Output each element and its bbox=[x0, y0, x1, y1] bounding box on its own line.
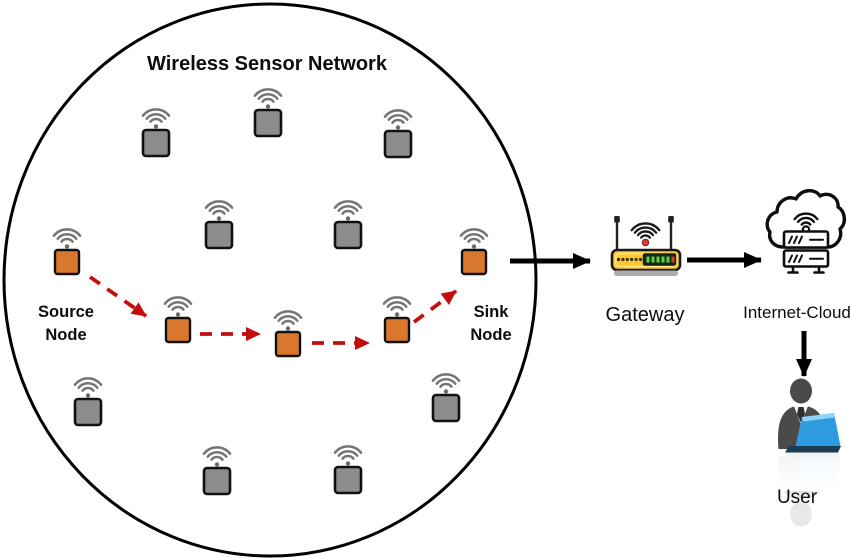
node-labels: Source Node Sink Node bbox=[38, 303, 512, 344]
cloud-wifi-icon bbox=[793, 212, 819, 226]
gateway-label: Gateway bbox=[606, 304, 685, 326]
server-rack-top bbox=[782, 230, 830, 249]
route-arrow-1 bbox=[88, 275, 148, 318]
source-node-label-line2: Node bbox=[45, 326, 86, 344]
route-arrows bbox=[88, 275, 458, 350]
user-person-laptop bbox=[778, 378, 841, 453]
user-label: User bbox=[777, 487, 818, 508]
gateway-router-icon bbox=[610, 216, 682, 276]
internet-cloud-label: Internet-Cloud bbox=[743, 303, 850, 322]
router-base bbox=[614, 270, 678, 276]
wsn-boundary-ellipse bbox=[2, 2, 538, 558]
flow-arrows bbox=[510, 252, 812, 377]
router-display-bars bbox=[646, 256, 675, 263]
wsn-title: Wireless Sensor Network bbox=[147, 53, 388, 75]
sink-node-label-line2: Node bbox=[470, 326, 511, 344]
user-icon bbox=[770, 378, 850, 527]
server-rack-bottom bbox=[782, 249, 830, 268]
cloud-servers bbox=[782, 230, 830, 274]
router-wifi-icon bbox=[630, 222, 661, 239]
router-port-lights bbox=[616, 257, 643, 262]
route-arrow-4 bbox=[412, 289, 458, 324]
router-signal-dot bbox=[641, 238, 650, 247]
sink-node-label-line1: Sink bbox=[474, 303, 510, 321]
source-node-label-line1: Source bbox=[38, 303, 94, 321]
internet-cloud-icon bbox=[765, 189, 846, 274]
